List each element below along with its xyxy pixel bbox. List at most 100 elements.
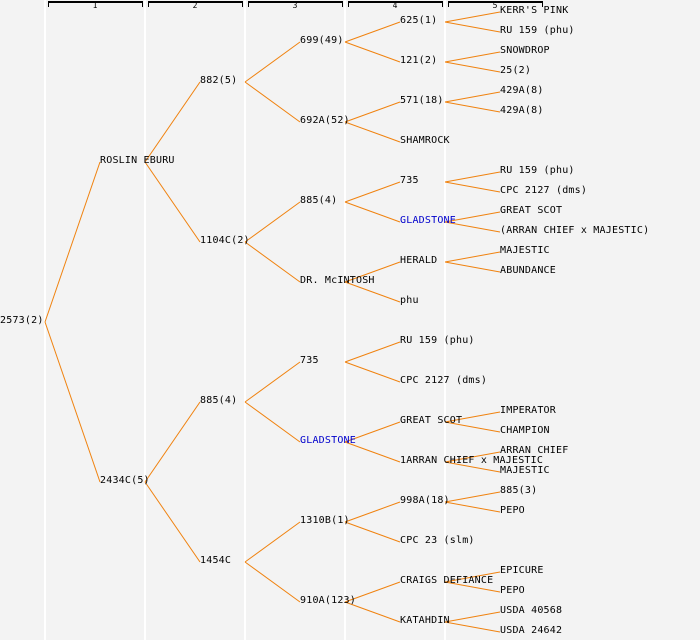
pedigree-node-gen2: 882(5) — [200, 75, 238, 86]
pedigree-node-gen5: CPC 2127 (dms) — [500, 185, 588, 196]
pedigree-node-gen3: 1310B(1) — [300, 515, 350, 526]
pedigree-node-gen4: 121(2) — [400, 55, 438, 66]
generation-bracket — [248, 1, 343, 7]
pedigree-link — [244, 201, 301, 243]
pedigree-node-gen5: PEPO — [500, 585, 525, 596]
pedigree-link — [444, 571, 501, 583]
pedigree-link — [344, 261, 401, 283]
pedigree-link — [344, 341, 401, 363]
pedigree-node-gen5: MAJESTIC — [500, 465, 550, 476]
pedigree-node-gen3: 910A(123) — [300, 595, 356, 606]
pedigree-node-gen4: phu — [400, 295, 419, 306]
column-separator — [244, 0, 246, 640]
pedigree-node-gen4: SHAMROCK — [400, 135, 450, 146]
pedigree-link — [344, 441, 401, 463]
pedigree-link — [444, 211, 501, 223]
column-separator — [144, 0, 146, 640]
pedigree-link — [344, 581, 401, 603]
pedigree-link — [344, 181, 401, 203]
pedigree-node-gen0: 2573(2) — [0, 315, 44, 326]
pedigree-node-gen4[interactable]: GLADSTONE — [400, 215, 456, 226]
pedigree-node-gen4: 625(1) — [400, 15, 438, 26]
pedigree-link — [144, 401, 201, 483]
generation-bracket — [448, 1, 543, 7]
pedigree-node-gen3: 692A(52) — [300, 115, 350, 126]
pedigree-node-gen4: CRAIGS DEFIANCE — [400, 575, 494, 586]
pedigree-link — [244, 241, 301, 283]
pedigree-link — [444, 461, 501, 473]
generation-bracket — [48, 1, 143, 7]
generation-number: 1 — [92, 1, 98, 10]
pedigree-node-gen5: USDA 40568 — [500, 605, 563, 616]
pedigree-node-gen5: 25(2) — [500, 65, 532, 76]
pedigree-node-gen4: KATAHDIN — [400, 615, 450, 626]
pedigree-link — [444, 491, 501, 503]
pedigree-link — [144, 161, 201, 243]
pedigree-link — [344, 201, 401, 223]
pedigree-node-gen5: PEPO — [500, 505, 525, 516]
pedigree-link — [444, 411, 501, 423]
pedigree-link — [444, 221, 501, 233]
pedigree-node-gen2: 1454C — [200, 555, 232, 566]
pedigree-link — [444, 261, 501, 273]
pedigree-node-gen1: ROSLIN EBURU — [100, 155, 175, 166]
pedigree-link — [344, 601, 401, 623]
pedigree-link — [244, 521, 301, 563]
pedigree-link — [444, 611, 501, 623]
pedigree-node-gen4: CPC 23 (slm) — [400, 535, 475, 546]
pedigree-link — [244, 361, 301, 403]
pedigree-link — [444, 621, 501, 633]
pedigree-link — [344, 41, 401, 63]
pedigree-node-gen5: ARRAN CHIEF — [500, 445, 569, 456]
pedigree-link — [244, 561, 301, 603]
pedigree-link — [44, 161, 101, 323]
pedigree-node-gen2: 885(4) — [200, 395, 238, 406]
pedigree-link — [444, 61, 501, 73]
column-separator — [344, 0, 346, 640]
pedigree-node-gen5: 885(3) — [500, 485, 538, 496]
generation-number: 3 — [292, 1, 298, 10]
pedigree-link — [444, 181, 501, 193]
generation-bracket — [148, 1, 243, 7]
pedigree-node-gen4: RU 159 (phu) — [400, 335, 475, 346]
column-separator — [444, 0, 446, 640]
pedigree-link — [444, 581, 501, 593]
pedigree-link — [344, 361, 401, 383]
pedigree-node-gen3: 699(49) — [300, 35, 344, 46]
generation-bracket — [348, 1, 443, 7]
pedigree-link — [344, 501, 401, 523]
pedigree-node-gen4: HERALD — [400, 255, 438, 266]
pedigree-node-gen5: RU 159 (phu) — [500, 25, 575, 36]
pedigree-node-gen5: USDA 24642 — [500, 625, 563, 636]
pedigree-node-gen5: 429A(8) — [500, 85, 544, 96]
pedigree-link — [444, 451, 501, 463]
pedigree-link — [444, 51, 501, 63]
pedigree-link — [144, 81, 201, 163]
pedigree-link — [444, 21, 501, 33]
pedigree-node-gen4: 571(18) — [400, 95, 444, 106]
pedigree-link — [444, 101, 501, 113]
pedigree-link — [144, 481, 201, 563]
pedigree-node-gen5: ABUNDANCE — [500, 265, 556, 276]
generation-number: 5 — [492, 1, 498, 10]
pedigree-node-gen1: 2434C(5) — [100, 475, 150, 486]
pedigree-link — [44, 321, 101, 483]
pedigree-link — [344, 21, 401, 43]
pedigree-node-gen5: MAJESTIC — [500, 245, 550, 256]
pedigree-node-gen3[interactable]: GLADSTONE — [300, 435, 356, 446]
pedigree-node-gen5: SNOWDROP — [500, 45, 550, 56]
pedigree-node-gen5: GREAT SCOT — [500, 205, 563, 216]
generation-number: 4 — [392, 1, 398, 10]
pedigree-link — [444, 421, 501, 433]
pedigree-node-gen5: EPICURE — [500, 565, 544, 576]
pedigree-node-gen5: KERR'S PINK — [500, 5, 569, 16]
pedigree-link — [444, 91, 501, 103]
pedigree-node-gen5: RU 159 (phu) — [500, 165, 575, 176]
pedigree-node-gen4: GREAT SCOT — [400, 415, 463, 426]
column-separator — [44, 0, 46, 640]
pedigree-link — [444, 171, 501, 183]
pedigree-link — [344, 121, 401, 143]
pedigree-link — [444, 251, 501, 263]
